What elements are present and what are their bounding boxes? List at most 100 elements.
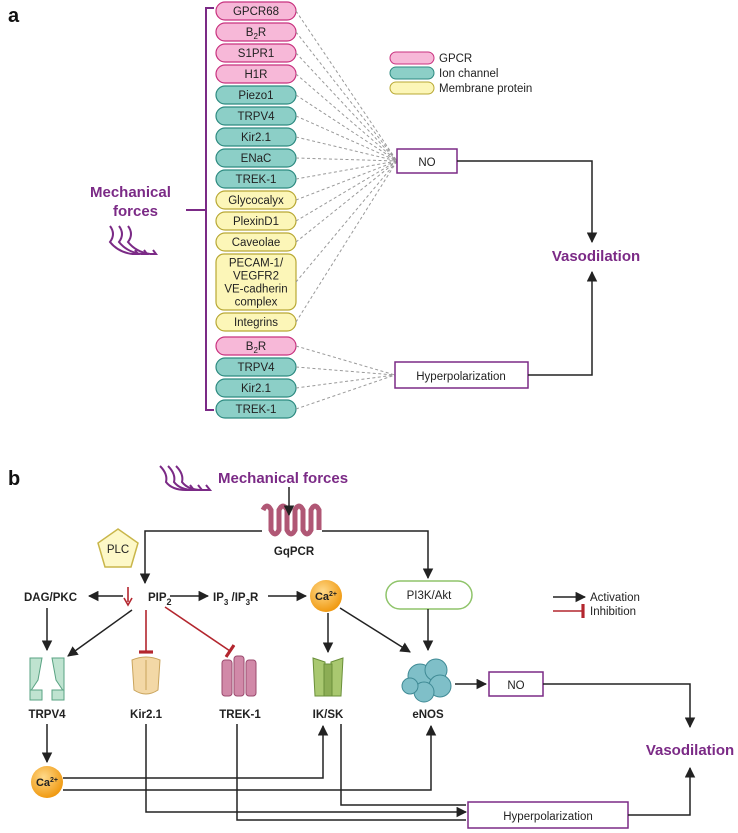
sensor-label: Glycocalyx xyxy=(228,195,284,207)
enos-label: eNOS xyxy=(412,709,444,721)
sensor-to-no-line xyxy=(295,10,398,162)
sensor-label: H1R xyxy=(244,69,267,81)
sensor-label: TRPV4 xyxy=(237,362,275,374)
sensor-label: S1PR1 xyxy=(238,48,274,60)
panel-a-vasodilation-label: Vasodilation xyxy=(552,248,640,265)
panel-b-stimulus-label: Mechanical forces xyxy=(218,470,348,487)
panel-b-hyperpolarization-box xyxy=(467,801,629,829)
calcium-ion-bottom xyxy=(31,766,63,798)
trek1-channel-icon xyxy=(221,655,257,697)
sensor-label: Integrins xyxy=(234,317,278,329)
legend-inhibition-label: Inhibition xyxy=(590,606,636,618)
sensor-to-hyperpolarization-line xyxy=(295,374,396,389)
panel-a-hyperpolarization-box xyxy=(394,361,529,389)
sensor-to-no-line xyxy=(295,136,398,162)
pip2-inhibits-trek-line xyxy=(164,606,236,658)
panel-b-vasodilation-label: Vasodilation xyxy=(646,742,734,759)
sensor-to-no-line xyxy=(295,160,398,323)
sensor-to-no-line xyxy=(295,157,398,162)
sensor-label: Caveolae xyxy=(232,237,281,249)
sensor-to-no-line xyxy=(295,31,398,162)
calcium-top-label: Ca2+ xyxy=(315,591,337,603)
pi3k-akt-label: PI3K/Akt xyxy=(407,590,453,602)
calcium-ion-top xyxy=(310,580,342,612)
calcium-bottom-label: Ca2+ xyxy=(36,777,58,789)
sensor-to-no-line xyxy=(295,160,398,243)
panel-a-no-arrow xyxy=(457,160,598,244)
sensor-label: GPCR68 xyxy=(233,6,279,18)
gqpcr-receptor-icon xyxy=(260,503,322,537)
sensor-to-no-line xyxy=(295,52,398,162)
panel-a-sensor-list: GPCR68B2RS1PR1H1RPiezo1TRPV4Kir2.1ENaCTR… xyxy=(215,1,297,419)
trek-to-hyperpolarization-line xyxy=(236,724,466,821)
panel-a-label: a xyxy=(8,5,20,27)
pip2-label: PIP2 xyxy=(148,592,172,607)
gqpcr-to-pip2-arrow xyxy=(139,530,262,585)
force-waves-icon xyxy=(108,225,158,255)
pi3k-akt-box xyxy=(385,580,473,610)
dag-pkc-label: DAG/PKC xyxy=(24,592,77,604)
iksk-label: IK/SK xyxy=(313,709,344,721)
panel-a-hyperpolarization-label: Hyperpolarization xyxy=(416,371,506,383)
calcium-to-enos-arrow xyxy=(339,607,411,653)
plc-label: PLC xyxy=(107,544,129,556)
calcium-to-iksk-bottom-arrow xyxy=(63,724,329,779)
kir21-label: Kir2.1 xyxy=(130,709,163,721)
gqpcr-label: GqPCR xyxy=(274,546,315,558)
sensor-label: TREK-1 xyxy=(236,404,277,416)
legend-swatch-gpcr xyxy=(389,51,435,65)
sensor-label: TREK-1 xyxy=(236,174,277,186)
sensor-to-hyperpolarization-line xyxy=(295,374,396,410)
legend-swatch-membrane xyxy=(389,81,435,95)
sensor-to-no-line xyxy=(295,160,398,180)
force-waves-icon-b xyxy=(159,465,213,491)
trpv4-channel-icon xyxy=(29,657,65,701)
legend-swatch-ion xyxy=(389,66,435,80)
sensor-label: TRPV4 xyxy=(237,111,275,123)
sensor-label: B2R xyxy=(246,341,266,355)
legend-label-gpcr: GPCR xyxy=(439,53,472,65)
iksk-channel-icon xyxy=(312,657,344,697)
legend-label-ion: Ion channel xyxy=(439,68,498,80)
calcium-to-enos-bottom-arrow xyxy=(63,724,437,791)
panel-b-no-label: NO xyxy=(507,680,524,692)
panel-a-hyperpolarization-arrow xyxy=(528,270,598,376)
enos-enzyme-icon xyxy=(401,658,452,703)
panel-b-label: b xyxy=(8,468,20,490)
panel-a-stimulus-line2: forces xyxy=(113,203,158,220)
pip2-to-trpv4-arrow xyxy=(67,609,133,657)
sensor-bracket xyxy=(186,7,214,411)
sensor-label: Piezo1 xyxy=(238,90,273,102)
sensor-label: Kir2.1 xyxy=(241,132,271,144)
sensor-to-no-line xyxy=(295,73,398,162)
sensor-to-no-line xyxy=(295,160,398,201)
kir21-channel-icon xyxy=(131,656,161,695)
sensor-to-hyperpolarization-line xyxy=(295,345,396,376)
trpv4-label: TRPV4 xyxy=(28,709,66,721)
trek1-label: TREK-1 xyxy=(219,709,261,721)
sensor-to-no-line xyxy=(295,160,398,283)
sensor-to-no-line xyxy=(295,94,398,162)
sensor-to-hyperpolarization-line xyxy=(295,366,396,376)
plc-icon xyxy=(97,528,139,568)
gqpcr-to-pi3k-arrow xyxy=(322,530,434,580)
iksk-to-hyperpolarization-line xyxy=(340,724,466,806)
sensor-label: ENaC xyxy=(241,153,272,165)
panel-a-no-label: NO xyxy=(418,157,435,169)
sensor-label: Kir2.1 xyxy=(241,383,271,395)
sensor-label: PlexinD1 xyxy=(233,216,279,228)
kir-to-hyperpolarization-line xyxy=(145,724,468,818)
legend-label-membrane: Membrane protein xyxy=(439,83,532,95)
panel-b-hyperpolarization-to-vasodilation-arrow xyxy=(628,766,696,816)
legend-activation-label: Activation xyxy=(590,592,640,604)
sensor-label: B2R xyxy=(246,27,266,41)
panel-a-stimulus-line1: Mechanical xyxy=(90,184,171,201)
panel-b-hyperpolarization-label: Hyperpolarization xyxy=(503,811,593,823)
sensor-to-no-line xyxy=(295,115,398,162)
panel-a-connector-lines xyxy=(295,10,398,410)
panel-b-no-to-vasodilation-arrow xyxy=(543,683,696,729)
ip3-ip3r-label: IP3 /IP3R xyxy=(213,592,259,607)
